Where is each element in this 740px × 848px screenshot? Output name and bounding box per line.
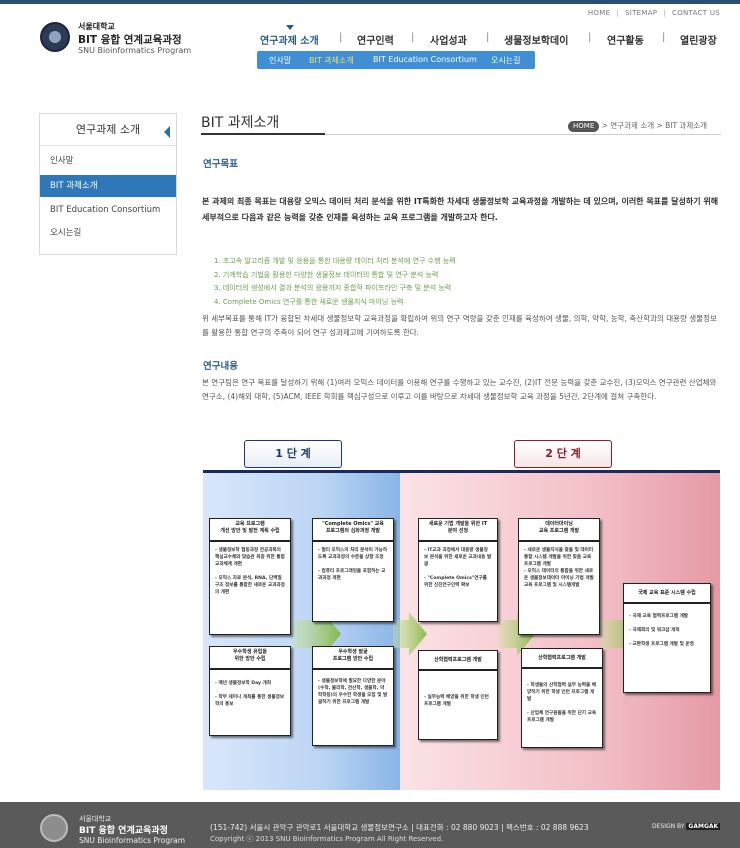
main-navigation: 연구과제 소개 | 연구인력 | 사업성과 | 생물정보학데이 | 연구활동 |… bbox=[260, 32, 717, 47]
card-body: - 국제 교육 협력프로그램 개발 - 국제회의 및 워크샵 개최 - 교환학생… bbox=[629, 614, 694, 647]
card-title: 새로운 기법 개발을 위한 IT 분야 선정 bbox=[419, 519, 497, 542]
nav-bioinformatics-day[interactable]: 생물정보학데이 bbox=[504, 36, 569, 47]
footer-emblem-icon bbox=[40, 814, 68, 842]
card-body: - IT교과 과정에서 대용량 생물정보 분석을 위한 새로운 교과내용 발굴 … bbox=[424, 548, 492, 588]
card-title: 산학협력프로그램 개발 bbox=[419, 651, 497, 671]
card-body: - 멀티 오믹스의 처리 분석이 가능하도록 교과과정의 수준을 상향 조정 -… bbox=[318, 548, 388, 581]
footer: 서울대학교 BIT 융합 연계교육과정 SNU Bioinformatics P… bbox=[0, 802, 740, 848]
card-body: - 생물정보학에 필요한 다양한 분야(수학, 물리학, 전산학, 생물학, 약… bbox=[318, 679, 388, 705]
card-title: 국제 교육 표준 시스템 수립 bbox=[624, 584, 710, 604]
diagram-top-line bbox=[203, 470, 720, 473]
roadmap-card: 산학협력프로그램 개발 - 학생들의 산학협력 실무 능력을 배양하기 위한 학… bbox=[521, 648, 603, 748]
roadmap-card: "Complete Omics" 교육 프로그램의 심화과정 개발 - 멀티 오… bbox=[312, 518, 394, 622]
roadmap-card: 우수학생 유입을 위한 방안 수립 - 매년 생물정보학 Day 개최 - 학부… bbox=[209, 646, 291, 736]
goals-list: 1. 초고속 알고리즘 개발 및 응용을 통한 대용량 데이터 처리 분석에 연… bbox=[214, 255, 456, 309]
goal-item: 2. 기계학습 기법을 활용한 다양한 생물정보 데이터의 통합 및 연구 분석… bbox=[214, 270, 439, 279]
goal-item: 1. 초고속 알고리즘 개발 및 응용을 통한 대용량 데이터 처리 분석에 연… bbox=[214, 257, 456, 265]
card-title: 우수학생 발굴 프로그램 방안 수립 bbox=[313, 647, 393, 670]
nav-research-intro[interactable]: 연구과제 소개 bbox=[260, 36, 319, 47]
nav-open-square[interactable]: 열린광장 bbox=[680, 36, 717, 47]
flow-arrow-1 bbox=[293, 612, 341, 656]
sidebar-item-directions[interactable]: 오시는길 bbox=[50, 228, 82, 238]
roadmap-card: 우수학생 발굴 프로그램 방안 수립 - 생물정보학에 필요한 다양한 분야(수… bbox=[312, 646, 394, 746]
card-body: - 생물정보학 협동과정 전공과목의 핵심교수체와 맞습관 최종 위한 통합 교… bbox=[215, 548, 285, 595]
content-text: 본 연구팀은 연구 목표를 달성하기 위해 (1)여러 오믹스 데이터를 이용해… bbox=[202, 378, 717, 401]
active-menu-arrow-icon bbox=[286, 25, 294, 30]
card-body: - 실무능력 배양을 위한 학생 인턴프로그램 개발 bbox=[424, 695, 489, 707]
utility-links: HOME|SITEMAP|CONTACT US bbox=[587, 9, 720, 17]
footer-program-name: BIT 융합 연계교육과정 bbox=[79, 826, 168, 836]
breadcrumb-path: > 연구과제 소개 > BIT 과제소개 bbox=[601, 121, 708, 130]
footer-program-english: SNU Bioinformatics Program bbox=[79, 836, 186, 845]
goal-item: 4. Complete Omics 연구를 통한 새로운 생물지식 마이닝 능력 bbox=[214, 297, 404, 306]
stage2-label: 2 단 계 bbox=[514, 440, 612, 468]
card-body: - 매년 생물정보학 Day 개최 - 학부 세미나 개최를 통한 생물정보학의… bbox=[215, 681, 285, 707]
card-title: "Complete Omics" 교육 프로그램의 심화과정 개발 bbox=[313, 519, 393, 542]
sidebar-title: 연구과제 소개 bbox=[40, 114, 176, 146]
util-sitemap-link[interactable]: SITEMAP bbox=[624, 9, 658, 17]
logo-program-name: BIT 융합 연계교육과정 bbox=[78, 34, 182, 46]
section-heading-content: 연구내용 bbox=[203, 361, 238, 372]
title-divider bbox=[201, 134, 721, 135]
nav-researchers[interactable]: 연구인력 bbox=[357, 36, 394, 47]
roadmap-card: 국제 교육 표준 시스템 수립 - 국제 교육 협력프로그램 개발 - 국제회의… bbox=[623, 583, 711, 693]
design-brand[interactable]: GAMGAK bbox=[686, 823, 721, 830]
university-emblem-icon bbox=[40, 22, 70, 52]
roadmap-card: 산학협력프로그램 개발 - 실무능력 배양을 위한 학생 인턴프로그램 개발 bbox=[418, 650, 498, 740]
roadmap-card: 교육 프로그램 개선 방안 및 발전 계획 수립 - 생물정보학 협동과정 전공… bbox=[209, 518, 291, 635]
logo-program-english: SNU Bioinformatics Program bbox=[78, 46, 192, 55]
footer-copyright: Copyright ⓒ 2013 SNU Bioinformatics Prog… bbox=[210, 835, 444, 843]
page-header: BIT 과제소개 bbox=[201, 112, 721, 135]
stage1-label: 1 단 계 bbox=[244, 440, 342, 468]
breadcrumb-home-link[interactable]: HOME bbox=[568, 121, 600, 132]
page-title: BIT 과제소개 bbox=[201, 115, 280, 131]
card-title: 산학협력프로그램 개발 bbox=[522, 649, 602, 669]
design-label: DESIGN BY bbox=[652, 823, 685, 830]
site-logo[interactable]: 서울대학교 BIT 융합 연계교육과정 SNU Bioinformatics P… bbox=[40, 20, 210, 60]
logo-university: 서울대학교 bbox=[78, 22, 115, 31]
breadcrumb: HOME > 연구과제 소개 > BIT 과제소개 bbox=[568, 120, 707, 132]
roadmap-card: 새로운 기법 개발을 위한 IT 분야 선정 - IT교과 과정에서 대용량 생… bbox=[418, 518, 498, 622]
card-title: 데이터마이닝 교육 프로그램 개발 bbox=[519, 519, 599, 542]
footer-university: 서울대학교 bbox=[79, 815, 112, 823]
card-body: - 학생들의 산학협력 실무 능력을 배양하기 위한 학생 인턴 프로그램 개발… bbox=[527, 683, 597, 723]
section-heading-goals: 연구목표 bbox=[203, 159, 238, 170]
subnav-consortium[interactable]: BIT Education Consortium bbox=[373, 55, 477, 64]
sidebar: 연구과제 소개 인사말 BIT 과제소개 BIT Education Conso… bbox=[39, 113, 177, 255]
roadmap-diagram: 1 단 계 2 단 계 교육 프로그램 개선 방안 및 발전 계획 수립 - 생… bbox=[203, 438, 720, 790]
roadmap-card: 데이터마이닝 교육 프로그램 개발 - 새로운 생물지식을 찾을 및 데이터 통… bbox=[518, 518, 600, 635]
subnav-bit-intro[interactable]: BIT 과제소개 bbox=[309, 56, 354, 65]
top-accent-bar bbox=[0, 0, 740, 4]
flow-arrow-2 bbox=[393, 612, 427, 656]
util-home-link[interactable]: HOME bbox=[587, 9, 611, 17]
util-contact-link[interactable]: CONTACT US bbox=[672, 9, 720, 17]
nav-activities[interactable]: 연구활동 bbox=[607, 36, 644, 47]
card-title: 교육 프로그램 개선 방안 및 발전 계획 수립 bbox=[210, 519, 290, 542]
nav-results[interactable]: 사업성과 bbox=[430, 36, 467, 47]
footer-address: (151-742) 서울시 관악구 관악로1 서울대학교 생물정보연구소 | 대… bbox=[210, 823, 589, 832]
sidebar-item-greeting[interactable]: 인사말 bbox=[50, 156, 74, 166]
sidebar-item-consortium[interactable]: BIT Education Consortium bbox=[50, 205, 161, 215]
subnav-directions[interactable]: 오시는길 bbox=[491, 56, 521, 65]
sub-navigation: 인사말 BIT 과제소개 BIT Education Consortium 오시… bbox=[257, 51, 535, 69]
goals-summary-text: 위 세부목표를 통해 IT가 융합된 차세대 생물정보학 교육과정을 확립하여 … bbox=[202, 314, 717, 337]
footer-design-credit: DESIGN BY GAMGAK bbox=[652, 823, 721, 830]
goal-item: 3. 데이터의 생성에서 결과 분석의 응용까지 종합적 파이프라인 구축 및 … bbox=[214, 284, 452, 292]
card-body: - 새로운 생물지식을 찾을 및 데이터 통합 시스템 개발을 위한 맞춤 교육… bbox=[524, 548, 594, 588]
title-underline bbox=[201, 133, 325, 135]
goals-intro-text: 본 과제의 최종 목표는 대용량 오믹스 데이터 처리 분석을 위한 IT특화한… bbox=[202, 197, 719, 222]
subnav-greeting[interactable]: 인사말 bbox=[269, 56, 292, 65]
card-title: 우수학생 유입을 위한 방안 수립 bbox=[210, 647, 290, 670]
sidebar-item-bit-intro[interactable]: BIT 과제소개 bbox=[40, 175, 176, 197]
